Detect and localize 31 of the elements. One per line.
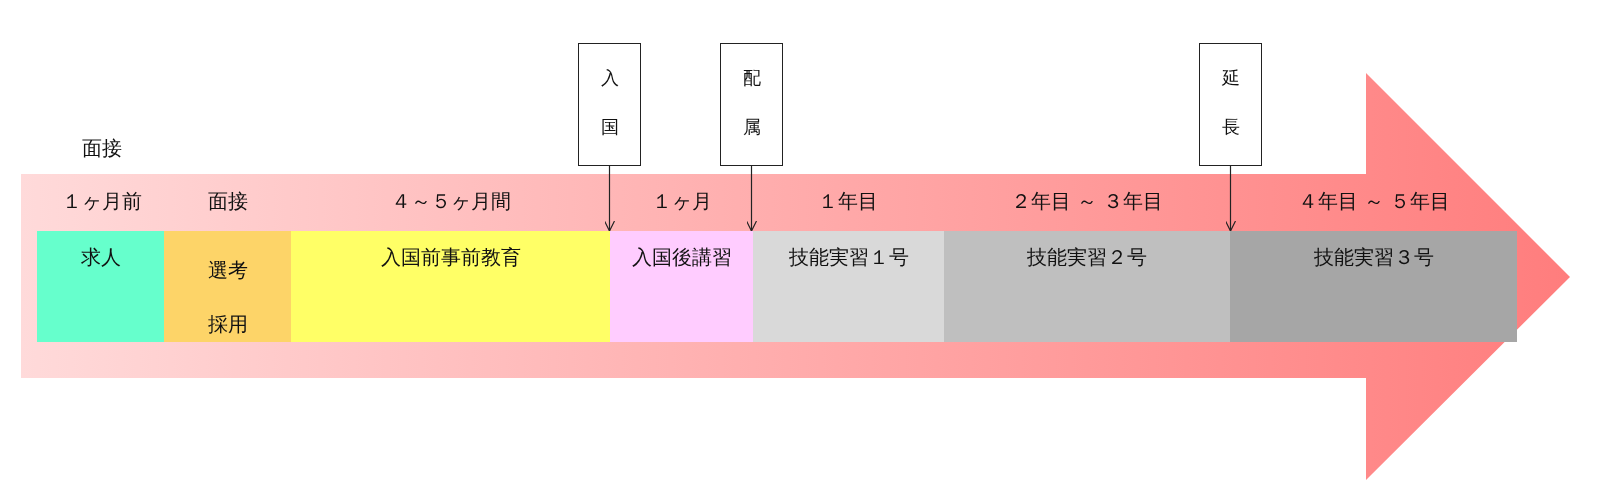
phase-label: 入国前事前教育	[380, 244, 521, 271]
event-box	[578, 43, 641, 166]
period-label: １ヶ月	[652, 187, 712, 215]
event-label: 配属	[742, 66, 761, 139]
event-box	[1199, 43, 1262, 166]
phase-box	[944, 231, 1230, 342]
period-label: 面接	[208, 187, 248, 215]
phase-label: 技能実習１号	[788, 244, 909, 271]
arrow	[603, 165, 616, 232]
event-label: 入国	[600, 66, 619, 139]
phase-box	[164, 231, 291, 342]
phase-box	[610, 231, 753, 342]
phase-box	[753, 231, 944, 342]
arrow	[745, 165, 758, 232]
event-label: 延長	[1221, 66, 1240, 139]
period-label: ４年目 ～ ５年目	[1297, 187, 1451, 215]
phase-box	[37, 231, 164, 342]
step-label: 面接	[82, 134, 122, 162]
period-label: １年目	[818, 187, 878, 215]
period-label: ４～５ヶ月間	[391, 187, 511, 215]
phase-label: 入国後講習	[631, 244, 732, 271]
phase-label: 選考採用	[206, 257, 249, 338]
event-box	[720, 43, 783, 166]
period-label: １ヶ月前	[62, 187, 142, 215]
phase-box	[291, 231, 610, 342]
phase-label: 求人	[80, 244, 121, 271]
arrow	[1224, 165, 1237, 232]
phase-label: 技能実習２号	[1027, 244, 1147, 271]
phase-box	[1230, 231, 1517, 342]
phase-label: 技能実習３号	[1313, 244, 1434, 271]
period-label: ２年目 ～ ３年目	[1010, 187, 1164, 215]
